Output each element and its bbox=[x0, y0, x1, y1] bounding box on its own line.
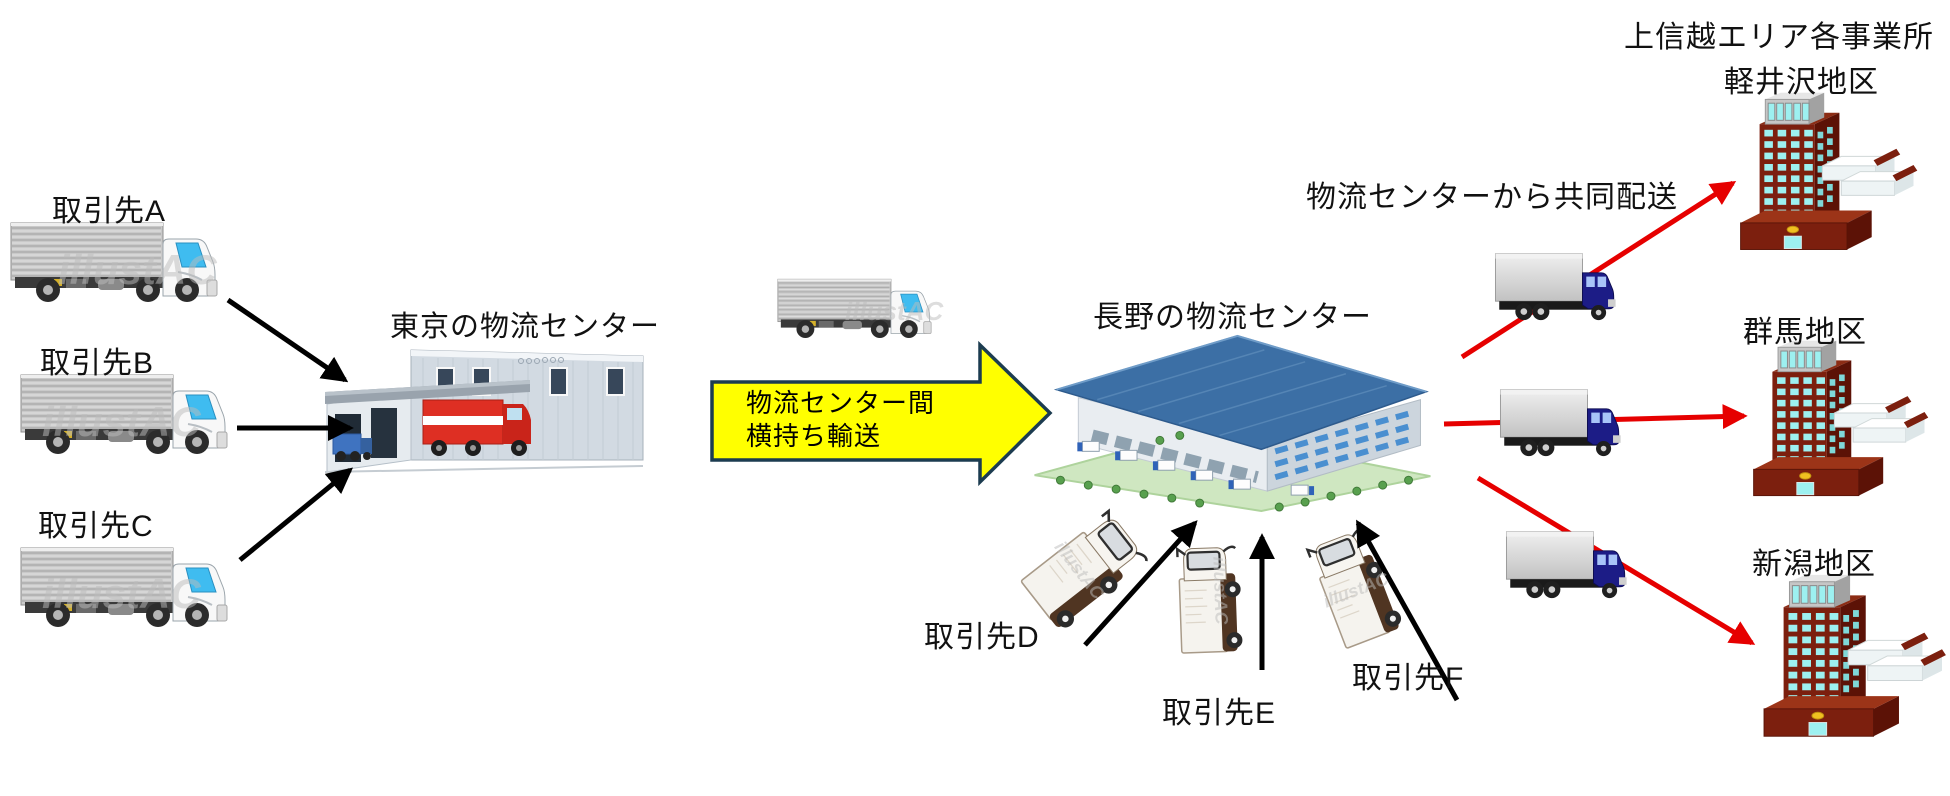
truck-transfer bbox=[777, 278, 932, 339]
delivery-truck-niigata bbox=[1505, 531, 1628, 599]
supplier-b-label: 取引先B bbox=[40, 347, 155, 380]
truck-supplier-a bbox=[10, 222, 218, 303]
truck-supplier-b bbox=[20, 374, 228, 455]
truck-supplier-f bbox=[1306, 525, 1406, 651]
delivery-truck-gunma bbox=[1499, 389, 1622, 457]
tokyo-center-label: 東京の物流センター bbox=[390, 311, 661, 343]
supplier-c-label: 取引先C bbox=[38, 510, 154, 543]
supplier-a-label: 取引先A bbox=[52, 195, 167, 228]
arrow-c-to-tokyo bbox=[238, 467, 354, 562]
arrow-d-to-nagano bbox=[1083, 520, 1198, 647]
nagano-warehouse bbox=[1035, 336, 1431, 511]
joint-delivery-label: 物流センターから共同配送 bbox=[1306, 181, 1678, 214]
transfer-arrow bbox=[710, 340, 1053, 487]
arrow-a-to-tokyo bbox=[226, 297, 349, 383]
supplier-d-label: 取引先D bbox=[924, 621, 1040, 654]
transfer-arrow-line1: 物流センター間 bbox=[746, 388, 936, 418]
supplier-e-label: 取引先E bbox=[1162, 697, 1277, 730]
truck-supplier-e bbox=[1175, 545, 1244, 655]
delivery-truck-karuizawa bbox=[1494, 253, 1617, 321]
building-karuizawa bbox=[1740, 92, 1918, 250]
district-niigata-label: 新潟地区 bbox=[1752, 548, 1876, 581]
district-gunma-label: 群馬地区 bbox=[1743, 316, 1867, 349]
district-karuizawa-label: 軽井沢地区 bbox=[1724, 66, 1879, 99]
transfer-arrow-line2: 横持ち輸送 bbox=[746, 421, 882, 451]
building-gunma bbox=[1753, 340, 1929, 497]
building-niigata bbox=[1763, 574, 1947, 737]
supplier-f-label: 取引先F bbox=[1352, 662, 1465, 695]
red-arrow-to-karuizawa bbox=[1460, 180, 1737, 360]
tokyo-warehouse bbox=[325, 349, 644, 473]
transfer-arrow-text: 物流センター間 横持ち輸送 bbox=[746, 387, 935, 453]
area-title: 上信越エリア各事業所 bbox=[1624, 21, 1934, 54]
nagano-center-label: 長野の物流センター bbox=[1093, 301, 1372, 334]
truck-supplier-c bbox=[20, 547, 228, 628]
arrow-f-to-nagano bbox=[1355, 519, 1460, 702]
